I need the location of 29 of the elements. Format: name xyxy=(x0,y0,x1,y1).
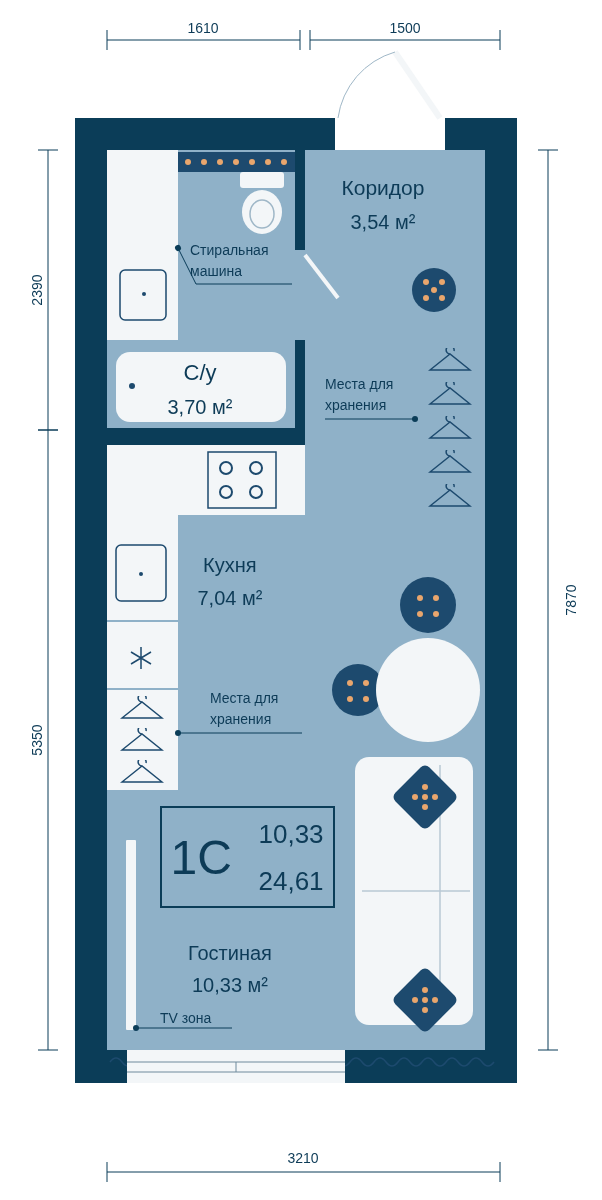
washing-machine-spot xyxy=(107,150,178,262)
room-name: Коридор xyxy=(341,176,425,201)
leader-line xyxy=(324,416,418,422)
total-area-label: 24,61 xyxy=(258,867,324,897)
room-area-label: 3,70 м² xyxy=(167,395,233,419)
tv-panel xyxy=(126,840,136,1030)
callout-label: TV зона xyxy=(160,1008,232,1027)
room-area-label: 7,04 м² xyxy=(197,586,263,610)
dimension-label: 1500 xyxy=(389,20,421,37)
leader-line xyxy=(133,1025,233,1031)
room-name: Кухня xyxy=(203,553,257,577)
dimension-label: 2390 xyxy=(28,274,45,306)
apartment-type-label: 1С xyxy=(170,829,232,885)
dimension-label: 5350 xyxy=(28,724,45,756)
room-name: Гостиная xyxy=(188,941,272,965)
callout-label: Места для хранения xyxy=(210,688,302,732)
wardrobe xyxy=(107,690,178,790)
room-area-label: 10,33 xyxy=(258,820,324,850)
apartment-plate xyxy=(160,806,335,908)
dimension-label: 7870 xyxy=(562,584,579,616)
dimension-label: 3210 xyxy=(287,1150,319,1167)
leader-line xyxy=(175,730,303,736)
room-area-label: 3,54 м² xyxy=(350,210,416,234)
room-area-label: 10,33 м² xyxy=(192,973,268,997)
leader-line xyxy=(175,245,293,285)
dimension-label: 1610 xyxy=(187,20,219,37)
callout-label: Стиральная машина xyxy=(190,240,292,284)
callout-label: Места для хранения xyxy=(325,374,415,418)
room-name: С/у xyxy=(183,359,217,385)
